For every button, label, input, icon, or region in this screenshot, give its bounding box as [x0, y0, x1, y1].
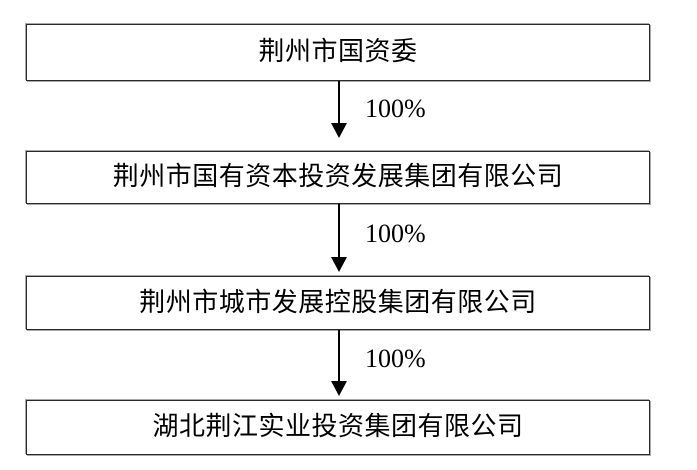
entity-label-0: 荆州市国资委: [258, 37, 418, 67]
connector-line-2: [338, 330, 340, 383]
connector-2: 100%: [0, 330, 697, 400]
entity-label-3: 湖北荆江实业投资集团有限公司: [152, 412, 524, 442]
entity-label-2: 荆州市城市发展控股集团有限公司: [139, 287, 537, 317]
ownership-percent-1: 100%: [365, 219, 426, 248]
entity-box-2: 荆州市城市发展控股集团有限公司: [26, 276, 650, 330]
entity-box-1: 荆州市国有资本投资发展集团有限公司: [26, 151, 650, 204]
connector-line-1: [338, 204, 340, 259]
connector-1: 100%: [0, 204, 697, 276]
entity-label-1: 荆州市国有资本投资发展集团有限公司: [112, 162, 564, 192]
down-arrow-icon: [331, 123, 347, 138]
ownership-percent-2: 100%: [365, 344, 426, 373]
connector-line-0: [338, 81, 340, 125]
down-arrow-icon: [331, 257, 347, 272]
ownership-percent-0: 100%: [365, 94, 426, 123]
entity-box-0: 荆州市国资委: [26, 24, 650, 81]
entity-box-3: 湖北荆江实业投资集团有限公司: [26, 400, 650, 455]
connector-0: 100%: [0, 81, 697, 151]
down-arrow-icon: [331, 381, 347, 396]
